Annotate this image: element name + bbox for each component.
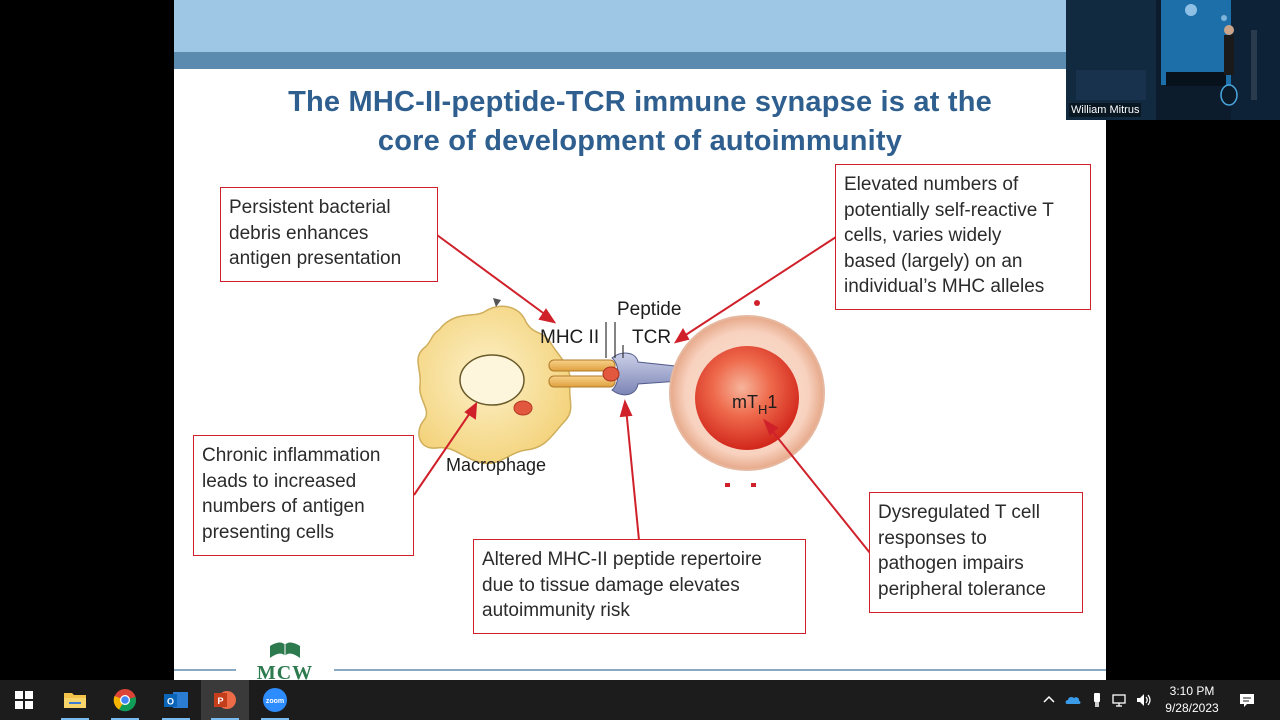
slide-title-line-2: core of development of autoimmunity (377, 125, 903, 157)
slide-title: The MHC-II-peptide-TCR immune synapse is… (174, 83, 1106, 161)
callout-arrows (413, 234, 871, 554)
windows-logo-icon (15, 691, 33, 709)
mhc-ii-upper-chain (548, 359, 616, 372)
mcw-logo-text: MCW (256, 662, 314, 680)
callout-line: peripheral tolerance (878, 578, 1046, 600)
slide-header-stripe (174, 52, 1106, 69)
clock-time: 3:10 PM (1169, 684, 1215, 698)
callout-chronic-inflammation: Chronic inflammation leads to increased … (193, 435, 414, 556)
callout-line: based (largely) on an (844, 250, 1023, 272)
callout-line: potentially self-reactive T (844, 199, 1054, 221)
zoom-icon: zoom (263, 688, 287, 712)
footer-rule-left (174, 669, 236, 671)
callout-persistent-bacterial-debris: Persistent bacterial debris enhances ant… (220, 187, 438, 282)
onedrive-cloud-icon[interactable] (1064, 691, 1082, 709)
start-button[interactable] (0, 680, 48, 720)
powerpoint-button[interactable]: P (201, 680, 249, 720)
participant-video[interactable]: William Mitrus (1066, 0, 1280, 120)
callout-line: Chronic inflammation (202, 445, 381, 466)
mcw-logo: MCW (250, 640, 320, 680)
small-marker (493, 298, 501, 307)
chrome-icon (113, 689, 137, 712)
callout-line: numbers of antigen (202, 496, 365, 517)
file-explorer-button[interactable] (51, 680, 99, 720)
callout-line: leads to increased (202, 470, 357, 492)
svg-text:zoom: zoom (266, 698, 284, 705)
callout-line: Persistent bacterial (229, 197, 391, 218)
running-indicator (61, 718, 89, 720)
svg-text:P: P (217, 696, 223, 706)
callout-line: responses to (878, 527, 987, 549)
callout-line: Elevated numbers of (844, 174, 1019, 195)
running-indicator (211, 718, 239, 720)
macrophage-nucleus (459, 354, 525, 406)
callout-line: antigen presentation (229, 248, 402, 269)
t-cell-label: mTH1 (732, 392, 777, 417)
tcr-label: TCR (632, 327, 671, 348)
participant-name: William Mitrus (1069, 103, 1142, 117)
outlook-button[interactable]: O (152, 680, 200, 720)
usb-device-icon[interactable] (1088, 691, 1106, 709)
notifications-icon[interactable] (1238, 691, 1256, 709)
mhc-ii-lower-chain (548, 375, 616, 388)
callout-line: pathogen impairs (878, 553, 1024, 574)
callout-dysregulated-t-cell-responses: Dysregulated T cell responses to pathoge… (869, 492, 1083, 613)
outlook-icon: O (164, 692, 188, 708)
folder-icon (64, 693, 86, 708)
t-cell-nucleus (695, 346, 799, 450)
mhc-ii-label: MHC II (540, 327, 599, 348)
macrophage-label: Macrophage (446, 455, 546, 475)
system-clock[interactable]: 3:10 PM 9/28/2023 (1156, 683, 1228, 717)
peptide (602, 366, 620, 382)
callout-line: due to tissue damage elevates (482, 574, 740, 596)
slide-title-line-1: The MHC-II-peptide-TCR immune synapse is… (288, 86, 992, 118)
svg-text:O: O (167, 697, 174, 707)
footer-rule-right (334, 669, 1106, 671)
callout-line: presenting cells (202, 521, 335, 543)
network-icon[interactable] (1111, 691, 1129, 709)
zoom-button[interactable]: zoom (251, 680, 299, 720)
slide-header-band (174, 0, 1106, 52)
volume-icon[interactable] (1135, 691, 1153, 709)
callout-altered-peptide-repertoire: Altered MHC-II peptide repertoire due to… (473, 539, 806, 634)
chevron-up-icon[interactable] (1040, 691, 1058, 709)
peptide-label: Peptide (617, 299, 681, 320)
video-scene-image (1066, 0, 1280, 120)
clock-date: 9/28/2023 (1165, 701, 1219, 715)
callout-line: Dysregulated T cell (878, 502, 1040, 523)
callout-line: autoimmunity risk (482, 600, 630, 621)
macrophage-vesicle (513, 400, 533, 416)
running-indicator (261, 718, 289, 720)
powerpoint-icon: P (214, 691, 236, 709)
immune-synapse-diagram: Peptide MHC II TCR Macrophage mTH1 (413, 234, 871, 554)
book-icon (270, 642, 300, 658)
presentation-slide: The MHC-II-peptide-TCR immune synapse is… (174, 0, 1106, 680)
running-indicator (111, 718, 139, 720)
callout-line: individual’s MHC alleles (844, 276, 1045, 297)
callout-line: cells, varies widely (844, 225, 1002, 246)
windows-taskbar: O P zoom (0, 680, 1280, 720)
callout-line: Altered MHC-II peptide repertoire (482, 549, 762, 570)
chrome-button[interactable] (101, 680, 149, 720)
callout-line: debris enhances (229, 222, 369, 244)
callout-elevated-self-reactive-t-cells: Elevated numbers of potentially self-rea… (835, 164, 1091, 310)
running-indicator (162, 718, 190, 720)
